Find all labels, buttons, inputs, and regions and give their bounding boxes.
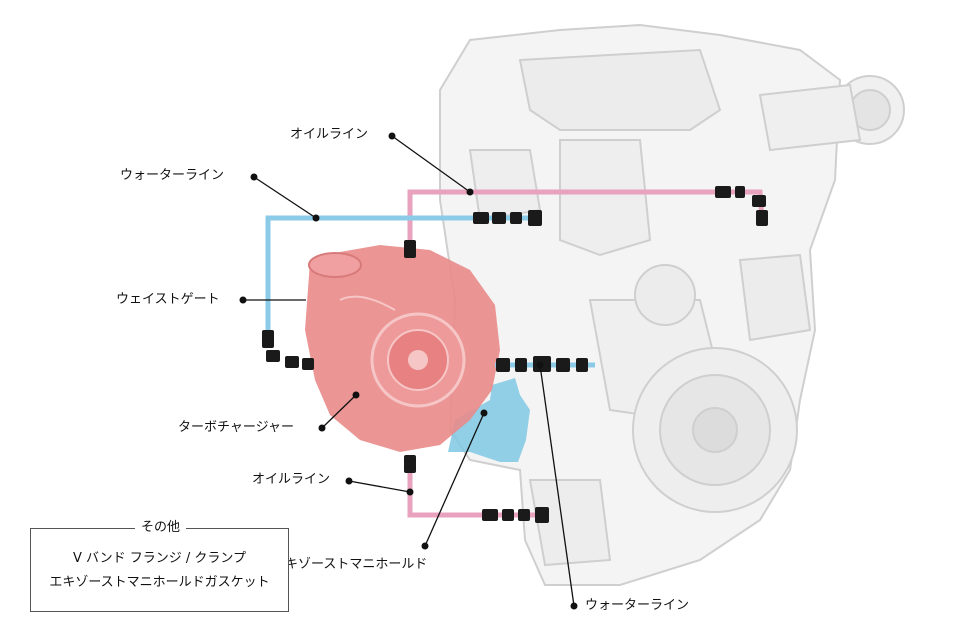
label-turbocharger: ターボチャージャー [178, 420, 294, 436]
label-exhaust-manifold: エキゾーストマニホールド [272, 557, 427, 573]
label-wastegate: ウェイストゲート [116, 292, 220, 308]
label-water-line-left: ウォーターライン [120, 168, 224, 184]
label-water-line-bottom: ウォーターライン [585, 598, 689, 614]
label-oil-line-bottom: オイルライン [252, 472, 330, 488]
label-oil-line-top: オイルライン [290, 127, 368, 143]
engine-block [440, 25, 904, 585]
others-box: その他 V バンド フランジ / クランプ エキゾーストマニホールドガスケット [30, 528, 289, 612]
others-title: その他 [135, 519, 186, 537]
others-item: エキゾーストマニホールドガスケット [31, 575, 288, 591]
others-item: V バンド フランジ / クランプ [31, 551, 288, 567]
